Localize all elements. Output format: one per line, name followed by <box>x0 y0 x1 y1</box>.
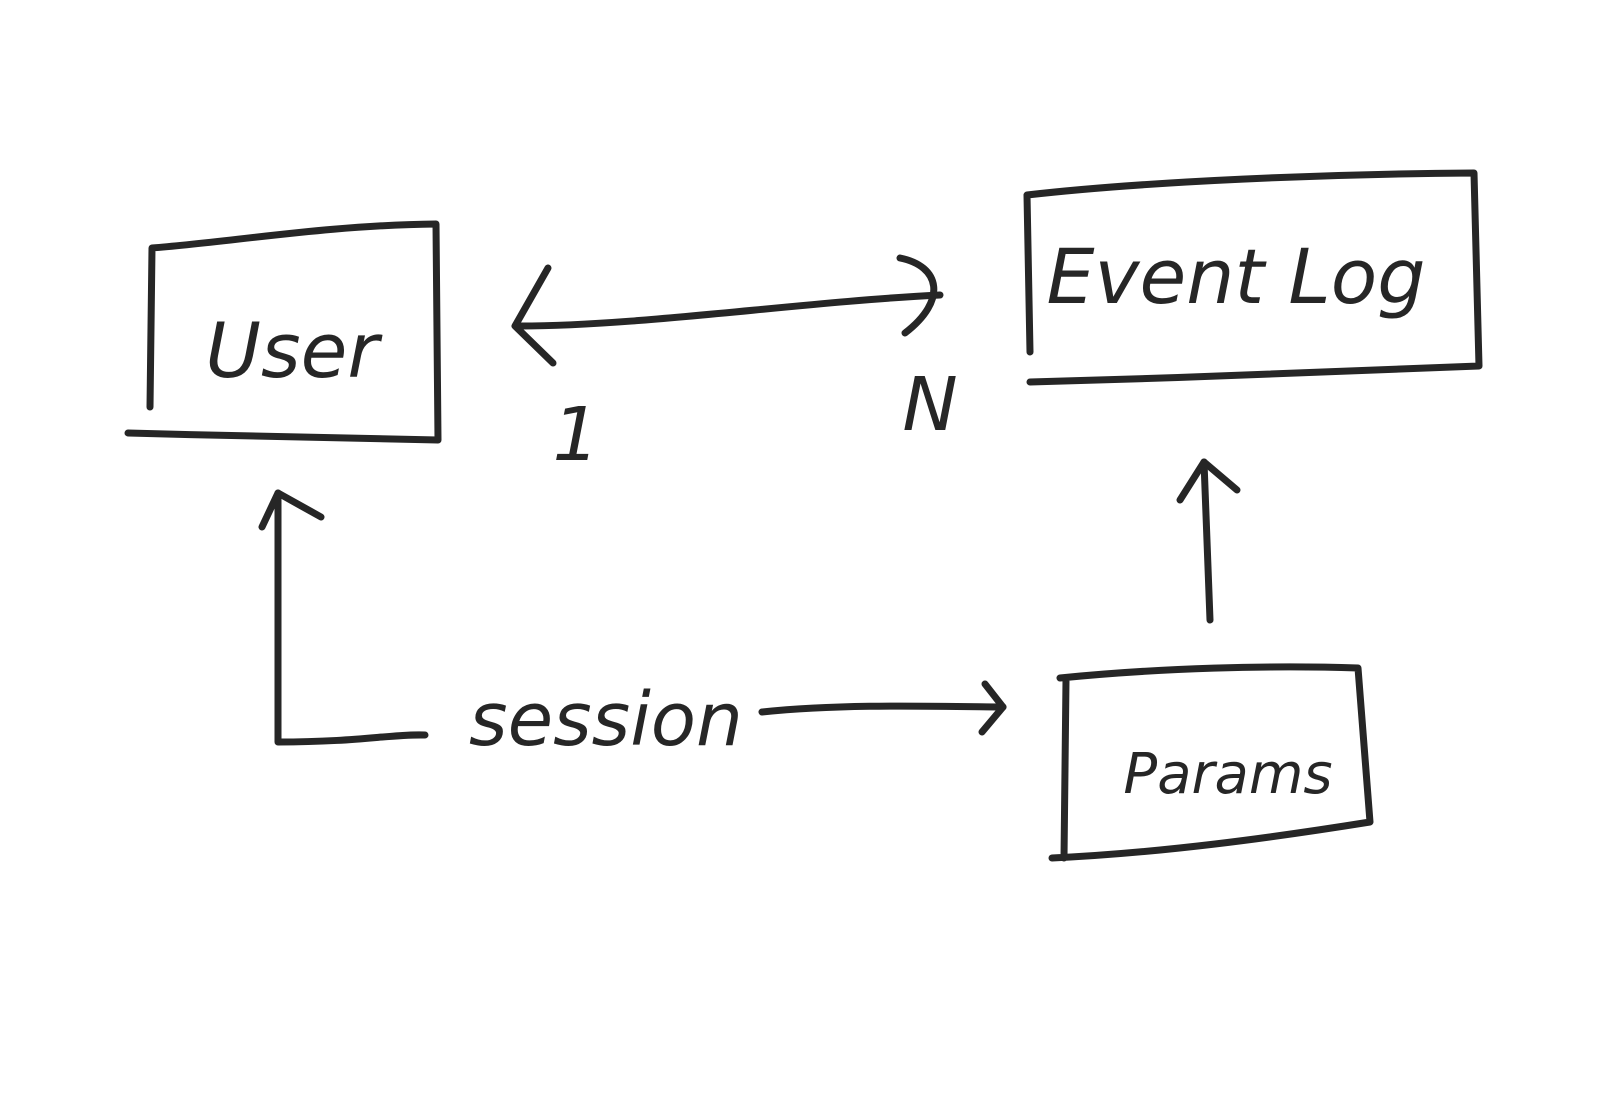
event-log-node-box <box>1023 169 1483 386</box>
event-log-bottom-arrowhead <box>1176 458 1241 504</box>
cardinality-many: N <box>902 362 957 448</box>
user-event-log-edge: 1 N <box>511 254 958 478</box>
user-bottom-arrowhead <box>258 489 325 531</box>
event-log-node: Event Log <box>1023 169 1483 386</box>
user-node: User <box>124 220 442 444</box>
params-event-log-edge <box>1176 458 1241 624</box>
user-node-box <box>124 220 442 444</box>
event-log-end-arrowhead <box>896 254 938 337</box>
params-node: Params <box>1048 663 1374 862</box>
params-node-label: Params <box>1123 742 1332 807</box>
session-user-edge-line <box>274 489 429 746</box>
session-user-edge <box>258 489 429 746</box>
event-log-node-label: Event Log <box>1047 232 1426 321</box>
user-end-arrowhead <box>511 264 557 367</box>
cardinality-one: 1 <box>552 392 599 478</box>
user-node-label: User <box>205 306 383 395</box>
user-event-log-edge-line <box>516 291 944 330</box>
params-node-box <box>1048 663 1374 862</box>
params-arrowhead <box>978 680 1007 736</box>
params-event-log-edge-line <box>1200 458 1214 624</box>
session-params-edge: session <box>469 677 1007 763</box>
session-label: session <box>469 677 743 763</box>
session-params-edge-line <box>758 702 1007 716</box>
